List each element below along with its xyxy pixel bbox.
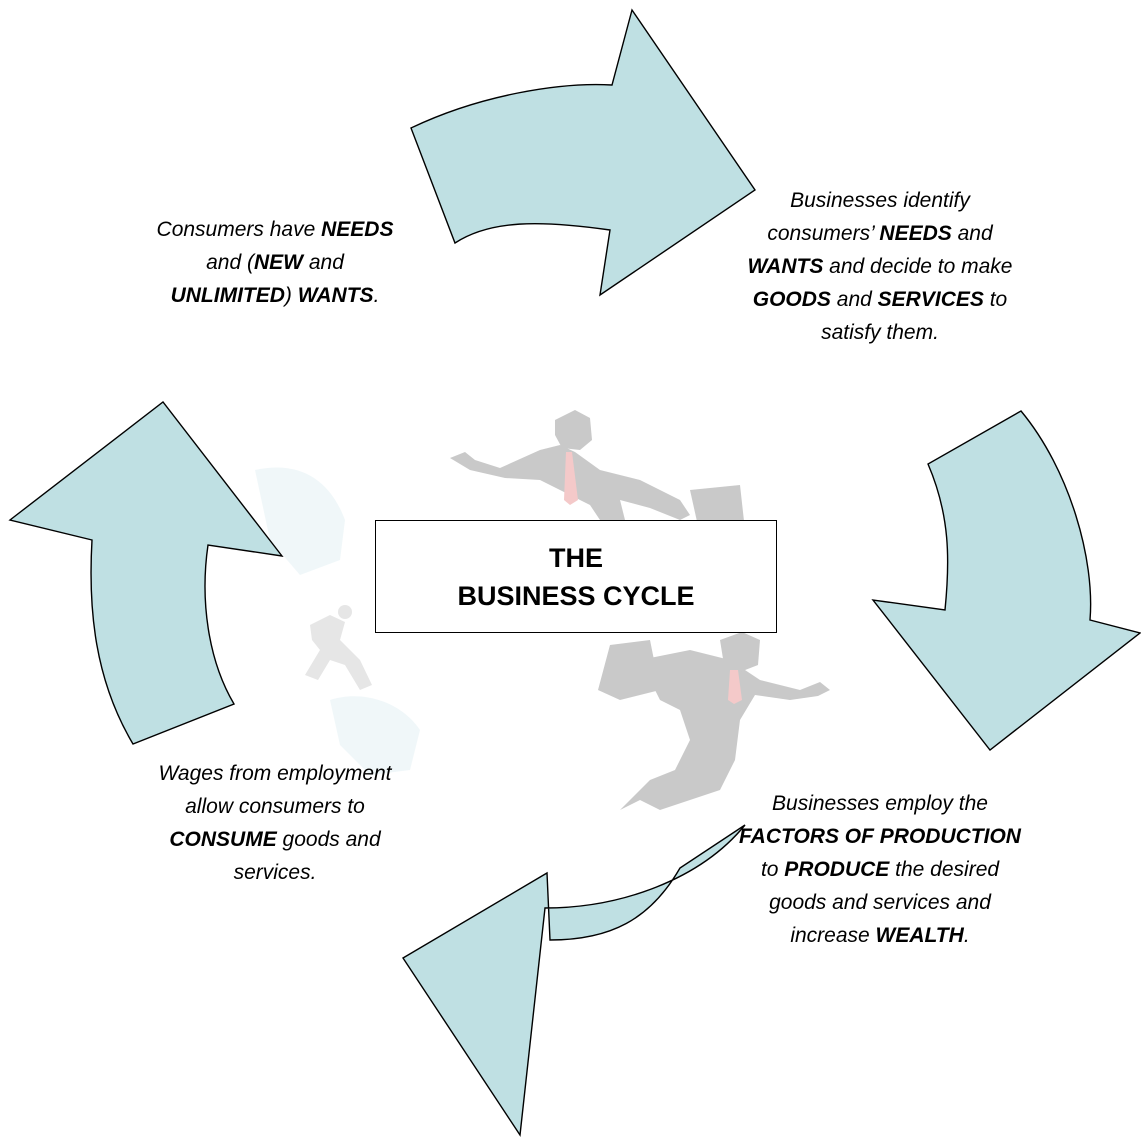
caption-text: and (951, 222, 993, 245)
caption-wages: Wages from employment allow consumers to… (150, 757, 400, 889)
caption-keyword: NEW (254, 251, 303, 274)
caption-keyword: FACTORS OF PRODUCTION (739, 825, 1021, 848)
faint-runner-figure (255, 467, 420, 775)
caption-keyword: PRODUCE (784, 858, 890, 881)
cycle-arrow-bottom (402, 824, 746, 1138)
caption-text: Consumers have (156, 218, 322, 241)
cycle-arrow-right (871, 410, 1141, 751)
caption-businesses-employ: Businesses employ the FACTORS OF PRODUCT… (735, 787, 1025, 952)
caption-text: goods and services. (233, 828, 381, 884)
caption-text: . (373, 284, 380, 307)
cycle-arrow-top (410, 8, 756, 297)
caption-keyword: WANTS (747, 255, 824, 278)
caption-keyword: GOODS (752, 288, 831, 311)
cycle-arrow-left (8, 401, 284, 745)
caption-keyword: NEEDS (879, 222, 952, 245)
caption-keyword: WANTS (297, 284, 374, 307)
title-line-1: THE (549, 542, 603, 573)
caption-consumers-needs: Consumers have NEEDS and (NEW and UNLIMI… (150, 213, 400, 312)
caption-keyword: WEALTH (875, 924, 964, 947)
bottom-businessman-figure (598, 632, 830, 810)
caption-text: and (830, 288, 878, 311)
top-businessman-figure (450, 410, 745, 535)
caption-keyword: UNLIMITED (170, 284, 285, 307)
caption-text: to satisfy them. (821, 288, 1008, 344)
caption-text: . (963, 924, 970, 947)
caption-keyword: CONSUME (169, 828, 277, 851)
caption-text: Businesses employ the (772, 792, 988, 815)
caption-businesses-identify: Businesses identify consumers’ NEEDS and… (740, 184, 1020, 349)
caption-text: and (303, 251, 344, 274)
caption-text: Businesses identify consumers’ (767, 189, 970, 245)
caption-text: ) (284, 284, 298, 307)
caption-keyword: NEEDS (321, 218, 394, 241)
title-line-2: BUSINESS CYCLE (457, 580, 695, 611)
caption-keyword: SERVICES (877, 288, 984, 311)
small-runner-figure (305, 605, 372, 690)
cycle-title-box: THE BUSINESS CYCLE (375, 520, 777, 633)
caption-text: to (760, 858, 785, 881)
caption-text: Wages from employment allow consumers to (158, 762, 392, 818)
caption-text: the desired goods and services and incre… (769, 858, 1000, 947)
caption-text: and ( (206, 251, 254, 274)
caption-text: and decide to make (823, 255, 1013, 278)
